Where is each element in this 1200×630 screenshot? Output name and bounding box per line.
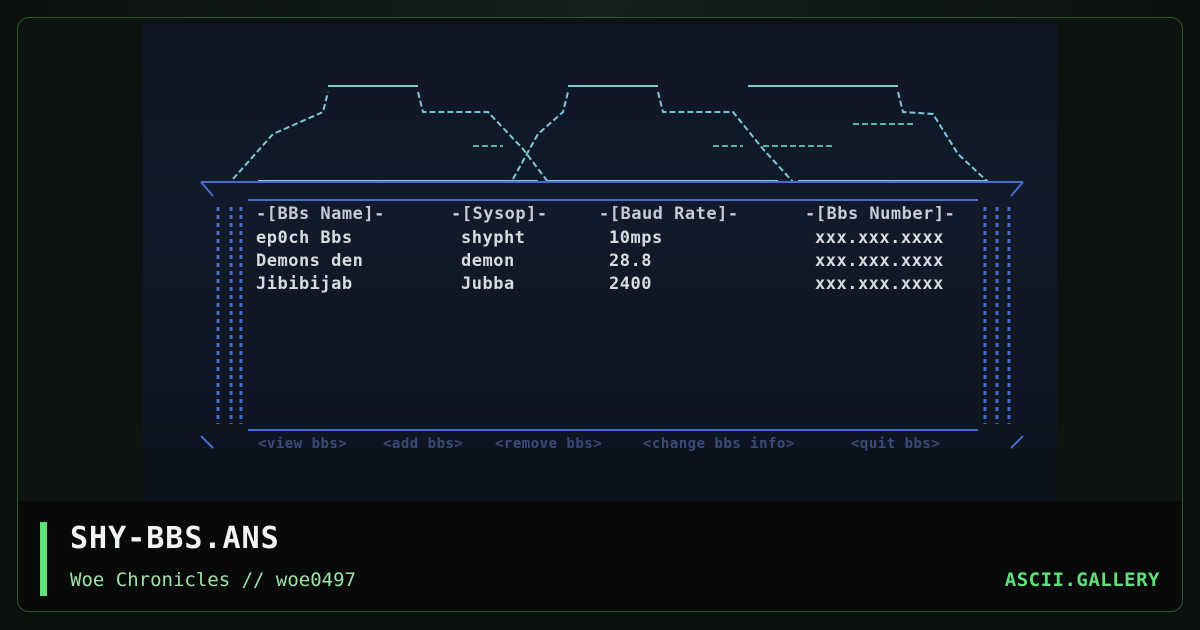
column-header-baud-rate: -[Baud Rate]- bbox=[599, 204, 739, 224]
menu-quit-bbs: <quit bbs> bbox=[851, 436, 941, 452]
column-header-bbs-name: -[BBs Name]- bbox=[256, 204, 385, 224]
row-2-bbs-number: xxx.xxx.xxxx bbox=[815, 251, 944, 271]
row-1-bbs-name: ep0ch Bbs bbox=[256, 228, 353, 248]
column-header-sysop: -[Sysop]- bbox=[451, 204, 548, 224]
row-3-sysop: Jubba bbox=[461, 274, 515, 294]
ansi-text-layer: -[BBs Name]- -[Sysop]- -[Baud Rate]- -[B… bbox=[143, 24, 1057, 501]
row-3-bbs-name: Jibibijab bbox=[256, 274, 353, 294]
roof-border-art bbox=[143, 85, 1057, 501]
card-footer: SHY-BBS.ANS Woe Chronicles // woe0497 AS… bbox=[18, 501, 1182, 611]
row-3-bbs-number: xxx.xxx.xxxx bbox=[815, 274, 944, 294]
menu-add-bbs: <add bbs> bbox=[383, 436, 464, 452]
row-1-sysop: shypht bbox=[461, 228, 526, 248]
artwork-subtitle: Woe Chronicles // woe0497 bbox=[70, 569, 356, 591]
column-header-bbs-number: -[Bbs Number]- bbox=[805, 204, 956, 224]
accent-bar bbox=[40, 522, 47, 596]
menu-change-bbs-info: <change bbs info> bbox=[643, 436, 795, 452]
row-2-bbs-name: Demons den bbox=[256, 251, 364, 271]
menu-view-bbs: <view bbs> bbox=[258, 436, 348, 452]
menu-remove-bbs: <remove bbs> bbox=[495, 436, 603, 452]
row-1-baud-rate: 10mps bbox=[609, 228, 663, 248]
row-2-sysop: demon bbox=[461, 251, 515, 271]
row-1-bbs-number: xxx.xxx.xxxx bbox=[815, 228, 944, 248]
row-2-baud-rate: 28.8 bbox=[609, 251, 652, 271]
artwork-title: SHY-BBS.ANS bbox=[70, 521, 280, 556]
ansi-artwork: -[BBs Name]- -[Sysop]- -[Baud Rate]- -[B… bbox=[143, 24, 1057, 501]
site-brand: ASCII.GALLERY bbox=[1004, 569, 1160, 591]
row-3-baud-rate: 2400 bbox=[609, 274, 652, 294]
preview-frame: -[BBs Name]- -[Sysop]- -[Baud Rate]- -[B… bbox=[17, 17, 1183, 612]
